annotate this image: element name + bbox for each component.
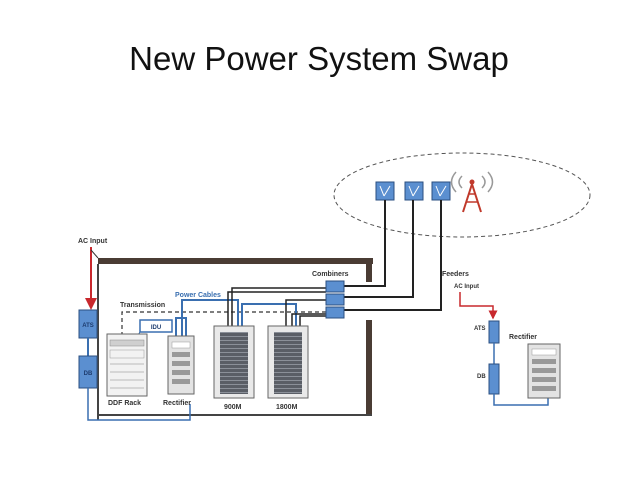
rf-jumper-cables — [227, 287, 326, 326]
db-left-box: DB — [78, 355, 98, 389]
transmission-dashed-line — [121, 311, 330, 336]
ats-left-label: ATS — [82, 323, 94, 329]
slide-title: New Power System Swap — [129, 40, 509, 77]
antenna-icon — [431, 181, 451, 201]
feeders-label: Feeders — [442, 271, 469, 278]
ac-input-left-connector — [90, 249, 99, 259]
cabinet-1800m-label: 1800M — [276, 404, 298, 411]
transmission-label: Transmission — [120, 302, 165, 309]
db-right-label: DB — [477, 374, 486, 380]
cabinet-900m-label: 900M — [224, 404, 242, 411]
rectifier-right — [527, 343, 561, 399]
ats-right-box — [488, 320, 500, 344]
db-right-box — [488, 363, 500, 395]
ats-right-label: ATS — [474, 326, 486, 332]
shelter-outline — [97, 258, 373, 420]
rectifier-right-label: Rectifier — [509, 334, 537, 341]
antenna-icon — [375, 181, 395, 201]
ddf-rack — [106, 333, 148, 397]
dc-power-cables — [175, 299, 297, 336]
cabinet-1800m — [267, 325, 309, 399]
idu-box: IDU — [139, 319, 173, 333]
db-left-label: DB — [84, 371, 93, 377]
combiner-box — [325, 280, 345, 293]
ac-input-left-label: AC Input — [78, 238, 108, 245]
feeder-cables — [344, 200, 442, 311]
rectifier-left-label: Rectifier — [163, 400, 191, 407]
rectifier-left — [167, 335, 195, 395]
cell-tower-icon — [450, 171, 494, 213]
ddf-rack-label: DDF Rack — [108, 400, 141, 407]
db-left-feed-line — [87, 388, 191, 421]
combiners-label: Combiners — [312, 271, 349, 278]
db-right-feed-line — [493, 394, 549, 406]
antenna-icon — [404, 181, 424, 201]
combiner-box — [325, 293, 345, 306]
cabinet-900m — [213, 325, 255, 399]
combiner-box — [325, 306, 345, 319]
power-cables-label: Power Cables — [175, 292, 221, 299]
ac-input-right-label: AC Input — [454, 284, 479, 290]
ats-left-box: ATS — [78, 309, 98, 339]
ac-input-right-line — [459, 292, 498, 320]
idu-label: IDU — [151, 325, 161, 331]
antenna-area-ellipse — [333, 152, 591, 238]
